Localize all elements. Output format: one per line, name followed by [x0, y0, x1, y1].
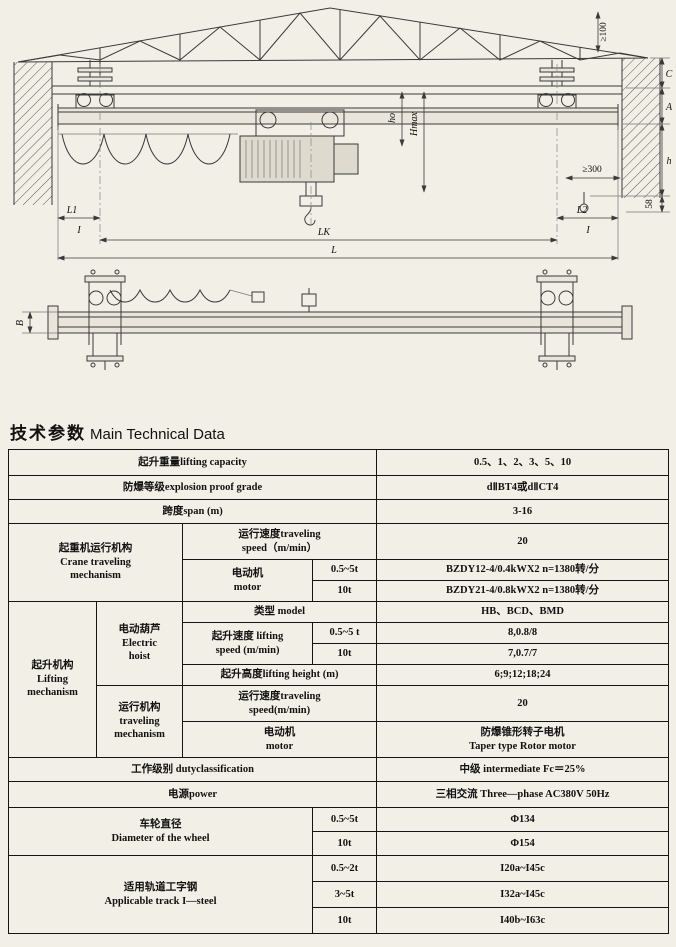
- wheel-diameter-cond-2: 10t: [311, 831, 378, 856]
- hoist-traveling-motor-label: 电动机 motor: [181, 721, 378, 758]
- crane-traveling-speed-label: 运行速度traveling speed（m/min）: [181, 523, 378, 560]
- hoist-traveling-motor-value: 防爆锥形转子电机 Taper type Rotor motor: [376, 721, 670, 758]
- power-value: 三相交流 Three—phase AC380V 50Hz: [376, 781, 670, 808]
- right-wall: [621, 58, 661, 198]
- crane-traveling-motor-label: 电动机 motor: [182, 559, 313, 602]
- festoon-cable: [58, 133, 238, 165]
- girder-front-view: [47, 305, 633, 340]
- wheel-bogie-right: [536, 269, 578, 370]
- dim-l: L: [57, 245, 619, 261]
- hoist-speed-value-1: 8,0.8/8: [376, 622, 670, 644]
- hoist-speed-cond-1: 0.5~5 t: [311, 622, 378, 644]
- wheel-bogie-left: [84, 269, 126, 370]
- roof-truss: [17, 7, 649, 63]
- runway-rail: [52, 85, 622, 95]
- hoist-trolley: [239, 109, 359, 183]
- wheel-diameter-group: 车轮直径 Diameter of the wheel: [8, 807, 313, 856]
- track-cond-1: 0.5~2t: [311, 855, 378, 882]
- end-carriage-left: [75, 93, 115, 110]
- crane-traveling-group: 起重机运行机构 Crane traveling mechanism: [8, 523, 183, 602]
- dim-ge300: ≥300: [565, 165, 621, 181]
- wheel-diameter-value-2: Φ154: [376, 831, 670, 856]
- span-value: 3-16: [376, 499, 670, 524]
- duty-value: 中级 intermediate Fc＝25%: [376, 757, 670, 782]
- dim-l1: L1: [57, 205, 101, 221]
- eye-bolt: [579, 192, 589, 213]
- electric-hoist-group: 电动葫芦 Electric hoist: [96, 601, 183, 686]
- dim-label-l: L: [330, 245, 337, 256]
- rail-hanger-left: [77, 60, 113, 86]
- crane-motor-value-1: BZDY12-4/0.4kWX2 n=1380转/分: [376, 559, 670, 581]
- dim-label-ge100: ≥100: [599, 22, 609, 42]
- track-cond-3: 10t: [311, 907, 378, 934]
- section-mark-left: I: [76, 225, 81, 236]
- track-cond-2: 3~5t: [311, 881, 378, 908]
- dim-ho: ho: [387, 91, 405, 147]
- wheel-diameter-value-1: Φ134: [376, 807, 670, 832]
- hoist-height-label: 起升高度lifting height (m): [181, 664, 378, 686]
- lifting-capacity-label: 起升重量lifting capacity: [7, 449, 378, 476]
- dim-label-h: h: [667, 156, 672, 167]
- explosion-grade-value: dⅡBT4或dⅡCT4: [376, 475, 670, 500]
- hoist-speed-value-2: 7,0.7/7: [376, 643, 670, 665]
- track-value-3: I40b~I63c: [376, 907, 670, 934]
- dim-label-58: 58: [645, 199, 655, 209]
- dim-label-b: B: [15, 320, 26, 326]
- track-value-1: I20a~I45c: [376, 855, 670, 882]
- dim-label-ho: ho: [387, 113, 398, 123]
- hoist-traveling-group: 运行机构 traveling mechanism: [96, 685, 183, 758]
- hoist-speed-cond-2: 10t: [311, 643, 378, 665]
- dim-lk: LK: [99, 227, 558, 243]
- dim-label-ge300: ≥300: [582, 165, 602, 175]
- dim-label-l2: L2: [576, 205, 588, 216]
- festoon-cable-front: [109, 288, 265, 303]
- duty-label: 工作级别 dutyclassification: [7, 757, 378, 782]
- wheel-diameter-cond-1: 0.5~5t: [311, 807, 378, 832]
- dim-right-chain: C A h 58: [645, 57, 673, 213]
- cable-trolley: [301, 288, 317, 312]
- hoist-speed-label: 起升速度 lifting speed (m/min): [182, 622, 313, 665]
- dim-label-lk: LK: [317, 227, 332, 238]
- section-heading: 技术参数 Main Technical Data: [10, 419, 225, 444]
- hoist-traveling-speed-label: 运行速度traveling speed(m/min): [181, 685, 378, 722]
- explosion-grade-label: 防爆等级explosion proof grade: [7, 475, 378, 500]
- dim-b: B: [15, 311, 58, 334]
- crane-motor-cond-1: 0.5~5t: [311, 559, 378, 581]
- crane-traveling-speed-value: 20: [376, 523, 670, 560]
- main-technical-data-table: 起升重量lifting capacity 0.5、1、2、3、5、10 防爆等级…: [7, 449, 670, 934]
- hoist-model-label: 类型 model: [181, 601, 378, 623]
- dim-label-hmax: Hmax: [409, 112, 420, 137]
- dim-label-a: A: [665, 102, 673, 113]
- crane-motor-value-2: BZDY21-4/0.8kWX2 n=1380转/分: [376, 580, 670, 602]
- section-mark-right: I: [585, 225, 590, 236]
- track-group: 适用轨道工字钢 Applicable track I—steel: [8, 855, 313, 934]
- lifting-mechanism-group: 起升机构 Lifting mechanism: [8, 601, 97, 758]
- hoist-model-value: HB、BCD、BMD: [376, 601, 670, 623]
- span-label: 跨度span (m): [7, 499, 378, 524]
- left-wall: [13, 62, 53, 205]
- main-girder: [57, 104, 619, 130]
- dim-hmax: Hmax: [409, 91, 427, 193]
- crane-motor-cond-2: 10t: [311, 580, 378, 602]
- dim-label-c: C: [666, 69, 673, 80]
- dim-ge100: ≥100: [595, 11, 609, 53]
- dim-l2: L2: [556, 205, 619, 221]
- heading-chinese: 技术参数: [10, 424, 86, 443]
- crane-drawing-svg: ≥100 C A h 58 Hmax ho ≥300 L1: [13, 7, 673, 370]
- power-label: 电源power: [7, 781, 378, 808]
- lifting-capacity-value: 0.5、1、2、3、5、10: [376, 449, 670, 476]
- crane-drawing: ≥100 C A h 58 Hmax ho ≥300 L1: [0, 0, 676, 415]
- track-value-2: I32a~I45c: [376, 881, 670, 908]
- dim-label-l1: L1: [66, 205, 78, 216]
- hoist-height-value: 6;9;12;18;24: [376, 664, 670, 686]
- hoist-traveling-speed-value: 20: [376, 685, 670, 722]
- heading-english: Main Technical Data: [90, 426, 225, 443]
- extension-lines: [57, 57, 670, 260]
